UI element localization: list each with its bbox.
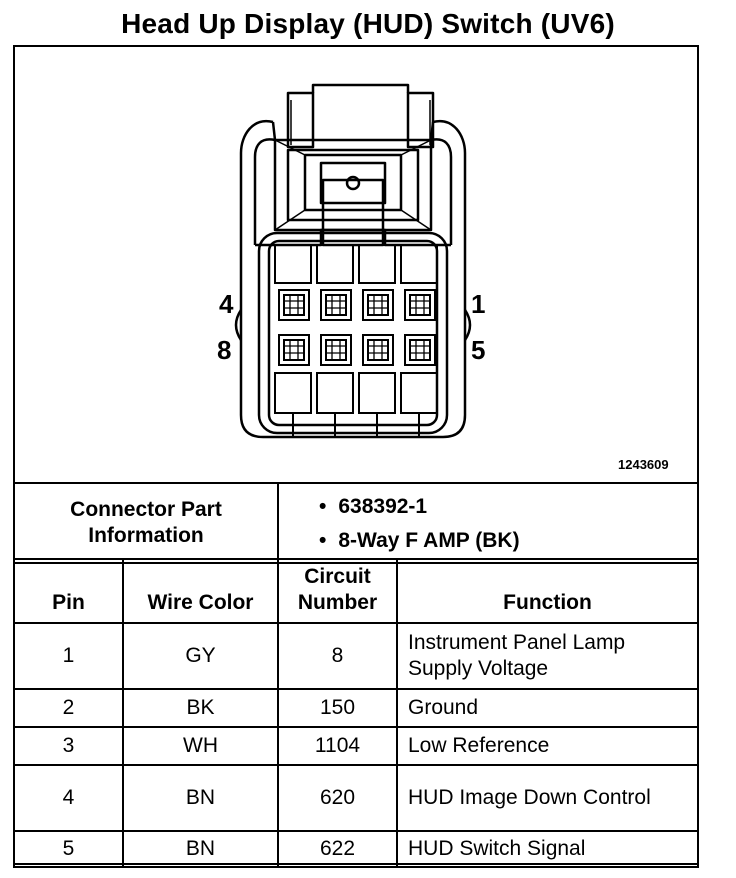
- cavity-row-top: [274, 244, 438, 284]
- wire-color-cell: BN: [122, 830, 279, 868]
- connector-info-table: Connector Part Information 638392-1 8-Wa…: [13, 482, 699, 564]
- pinout-table: Pin Wire Color Circuit Number Function 1…: [13, 558, 699, 868]
- pin-cell: 3: [13, 726, 124, 766]
- connector-drawing-area: 4 1 8 5: [13, 45, 699, 483]
- table-row: 1 GY 8 Instrument Panel Lamp Supply Volt…: [13, 622, 699, 690]
- pin-cell: 2: [13, 688, 124, 728]
- diagram-title: Head Up Display (HUD) Switch (UV6): [121, 8, 615, 39]
- function-cell: Low Reference: [396, 726, 699, 766]
- pin-label-8: 8: [217, 335, 232, 365]
- table-row: 5 BN 622 HUD Switch Signal: [13, 830, 699, 868]
- table-row: 3 WH 1104 Low Reference: [13, 726, 699, 766]
- connector-part-number: 638392-1: [319, 490, 683, 524]
- function-cell: Instrument Panel Lamp Supply Voltage: [396, 622, 699, 690]
- pin-label-4: 4: [219, 289, 234, 319]
- connector-description: 8-Way F AMP (BK): [319, 524, 683, 558]
- circuit-cell: 622: [277, 830, 398, 868]
- connector-info-label: Connector Part Information: [13, 482, 279, 564]
- pin-label-1: 1: [471, 289, 486, 319]
- header-circuit-number: Circuit Number: [277, 558, 398, 624]
- pin-cell: 1: [13, 622, 124, 690]
- pinout-header-row: Pin Wire Color Circuit Number Function: [13, 558, 699, 624]
- circuit-cell: 1104: [277, 726, 398, 766]
- function-cell: HUD Switch Signal: [396, 830, 699, 868]
- wire-color-cell: BN: [122, 764, 279, 832]
- figure-number: 1243609: [618, 457, 669, 472]
- connector-face-drawing: [234, 83, 472, 439]
- function-cell: Ground: [396, 688, 699, 728]
- connector-info-values: 638392-1 8-Way F AMP (BK): [277, 482, 699, 564]
- pin-cell: 4: [13, 764, 124, 832]
- circuit-cell: 8: [277, 622, 398, 690]
- circuit-cell: 150: [277, 688, 398, 728]
- wire-color-cell: WH: [122, 726, 279, 766]
- pin-label-5: 5: [471, 335, 486, 365]
- table-row: 4 BN 620 HUD Image Down Control: [13, 764, 699, 832]
- function-cell: HUD Image Down Control: [396, 764, 699, 832]
- header-pin: Pin: [13, 558, 124, 624]
- header-function: Function: [396, 558, 699, 624]
- table-row: 2 BK 150 Ground: [13, 688, 699, 728]
- header-wire-color: Wire Color: [122, 558, 279, 624]
- pin-cell: 5: [13, 830, 124, 868]
- wire-color-cell: GY: [122, 622, 279, 690]
- wire-color-cell: BK: [122, 688, 279, 728]
- circuit-cell: 620: [277, 764, 398, 832]
